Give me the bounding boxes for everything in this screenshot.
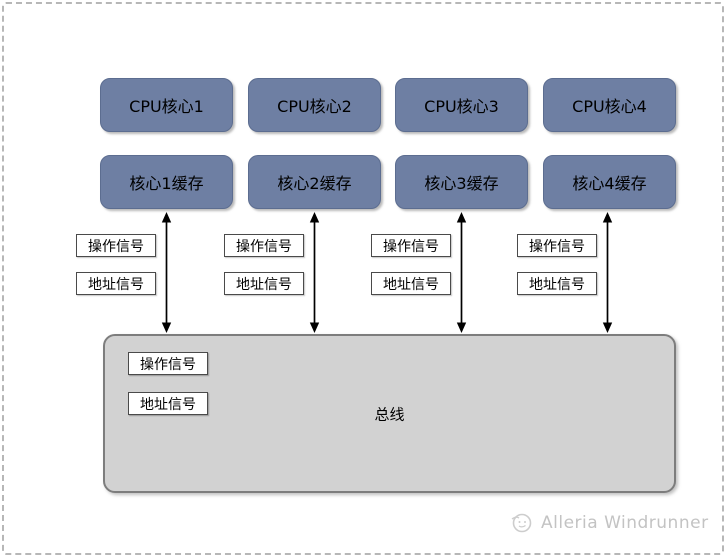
operation-signal-label: 操作信号 — [76, 234, 156, 257]
operation-signal-label: 操作信号 — [224, 234, 304, 257]
double-arrow — [456, 212, 467, 333]
cache-box: 核心2缓存 — [248, 155, 381, 209]
bus-label: 总线 — [374, 405, 405, 423]
address-signal-label: 地址信号 — [224, 272, 304, 295]
watermark: Alleria Windrunner — [508, 510, 709, 536]
cpu-core-box: CPU核心1 — [100, 78, 233, 132]
address-signal-label: 地址信号 — [76, 272, 156, 295]
address-signal-label: 地址信号 — [517, 272, 597, 295]
cache-box: 核心3缓存 — [395, 155, 528, 209]
operation-signal-label: 操作信号 — [371, 234, 451, 257]
cpu-core-box: CPU核心4 — [543, 78, 676, 132]
cache-box: 核心4缓存 — [543, 155, 676, 209]
double-arrow — [309, 212, 320, 333]
cpu-core-box: CPU核心3 — [395, 78, 528, 132]
double-arrow — [602, 212, 613, 333]
address-signal-label: 地址信号 — [371, 272, 451, 295]
bus-operation-signal-label: 操作信号 — [128, 352, 208, 375]
bus-address-signal-label: 地址信号 — [128, 392, 208, 415]
watermark-text: Alleria Windrunner — [541, 513, 709, 533]
cpu-core-box: CPU核心2 — [248, 78, 381, 132]
cache-box: 核心1缓存 — [100, 155, 233, 209]
double-arrow — [161, 212, 172, 333]
operation-signal-label: 操作信号 — [517, 234, 597, 257]
bus-box: 操作信号 地址信号 总线 — [103, 334, 676, 493]
watermark-icon — [511, 513, 532, 533]
